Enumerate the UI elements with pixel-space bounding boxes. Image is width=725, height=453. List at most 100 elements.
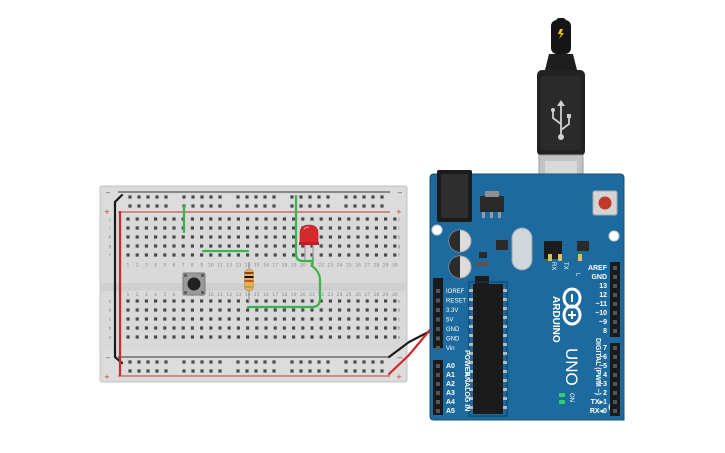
- breadboard-hole[interactable]: [353, 360, 357, 364]
- breadboard-hole[interactable]: [328, 244, 332, 248]
- breadboard-hole[interactable]: [126, 335, 130, 339]
- breadboard-hole[interactable]: [319, 235, 323, 239]
- breadboard-hole[interactable]: [126, 217, 130, 221]
- breadboard-hole[interactable]: [264, 317, 268, 321]
- breadboard-hole[interactable]: [218, 308, 222, 312]
- red-led[interactable]: [299, 224, 319, 260]
- breadboard-hole[interactable]: [255, 308, 259, 312]
- header-pin[interactable]: [436, 382, 440, 386]
- breadboard-hole[interactable]: [182, 195, 186, 199]
- breadboard-hole[interactable]: [263, 360, 267, 364]
- breadboard-hole[interactable]: [218, 335, 222, 339]
- breadboard-hole[interactable]: [393, 235, 397, 239]
- header-pin[interactable]: [613, 346, 617, 350]
- breadboard-hole[interactable]: [273, 226, 277, 230]
- breadboard-hole[interactable]: [393, 326, 397, 330]
- breadboard-hole[interactable]: [236, 244, 240, 248]
- breadboard-hole[interactable]: [264, 235, 268, 239]
- breadboard-hole[interactable]: [353, 204, 357, 208]
- breadboard-hole[interactable]: [299, 360, 303, 364]
- breadboard-hole[interactable]: [319, 244, 323, 248]
- breadboard-hole[interactable]: [273, 217, 277, 221]
- breadboard-hole[interactable]: [371, 195, 375, 199]
- breadboard-hole[interactable]: [236, 226, 240, 230]
- breadboard-hole[interactable]: [393, 317, 397, 321]
- breadboard-hole[interactable]: [218, 299, 222, 303]
- breadboard-hole[interactable]: [144, 217, 148, 221]
- breadboard-hole[interactable]: [384, 244, 388, 248]
- breadboard-hole[interactable]: [301, 317, 305, 321]
- breadboard-hole[interactable]: [299, 195, 303, 199]
- breadboard-hole[interactable]: [135, 235, 139, 239]
- breadboard-hole[interactable]: [200, 360, 204, 364]
- breadboard-hole[interactable]: [384, 308, 388, 312]
- breadboard-hole[interactable]: [264, 326, 268, 330]
- breadboard-hole[interactable]: [374, 308, 378, 312]
- breadboard-hole[interactable]: [264, 299, 268, 303]
- breadboard-hole[interactable]: [290, 369, 294, 373]
- breadboard-hole[interactable]: [273, 335, 277, 339]
- breadboard-hole[interactable]: [374, 253, 378, 257]
- breadboard-hole[interactable]: [236, 235, 240, 239]
- breadboard-hole[interactable]: [384, 299, 388, 303]
- breadboard-hole[interactable]: [227, 226, 231, 230]
- breadboard-hole[interactable]: [282, 253, 286, 257]
- breadboard-hole[interactable]: [246, 226, 250, 230]
- header-pin[interactable]: [613, 320, 617, 324]
- breadboard-hole[interactable]: [328, 217, 332, 221]
- breadboard-hole[interactable]: [245, 195, 249, 199]
- breadboard-hole[interactable]: [326, 195, 330, 199]
- breadboard-hole[interactable]: [393, 253, 397, 257]
- breadboard-hole[interactable]: [344, 204, 348, 208]
- breadboard-hole[interactable]: [347, 217, 351, 221]
- breadboard-hole[interactable]: [190, 317, 194, 321]
- breadboard-hole[interactable]: [236, 253, 240, 257]
- breadboard-hole[interactable]: [172, 335, 176, 339]
- breadboard-hole[interactable]: [218, 226, 222, 230]
- breadboard-hole[interactable]: [338, 335, 342, 339]
- breadboard-hole[interactable]: [146, 369, 150, 373]
- breadboard-hole[interactable]: [246, 308, 250, 312]
- breadboard-hole[interactable]: [218, 244, 222, 248]
- breadboard-hole[interactable]: [273, 244, 277, 248]
- breadboard-hole[interactable]: [365, 244, 369, 248]
- breadboard-hole[interactable]: [282, 326, 286, 330]
- breadboard-hole[interactable]: [200, 235, 204, 239]
- breadboard-hole[interactable]: [255, 244, 259, 248]
- breadboard-hole[interactable]: [308, 204, 312, 208]
- breadboard-hole[interactable]: [263, 204, 267, 208]
- breadboard-hole[interactable]: [190, 253, 194, 257]
- breadboard-hole[interactable]: [246, 235, 250, 239]
- breadboard-hole[interactable]: [137, 360, 141, 364]
- breadboard-hole[interactable]: [163, 317, 167, 321]
- breadboard-hole[interactable]: [347, 226, 351, 230]
- breadboard-hole[interactable]: [154, 217, 158, 221]
- breadboard-hole[interactable]: [246, 335, 250, 339]
- power-header[interactable]: [433, 278, 443, 348]
- breadboard-hole[interactable]: [299, 204, 303, 208]
- breadboard-hole[interactable]: [181, 308, 185, 312]
- breadboard-hole[interactable]: [154, 299, 158, 303]
- breadboard-hole[interactable]: [264, 335, 268, 339]
- breadboard-hole[interactable]: [154, 244, 158, 248]
- breadboard-hole[interactable]: [126, 308, 130, 312]
- header-pin[interactable]: [613, 266, 617, 270]
- breadboard-hole[interactable]: [371, 204, 375, 208]
- breadboard-holes[interactable]: [126, 195, 397, 373]
- breadboard-hole[interactable]: [227, 217, 231, 221]
- breadboard-hole[interactable]: [190, 226, 194, 230]
- breadboard-hole[interactable]: [200, 317, 204, 321]
- breadboard-hole[interactable]: [292, 235, 296, 239]
- breadboard-hole[interactable]: [264, 244, 268, 248]
- breadboard-hole[interactable]: [301, 244, 305, 248]
- breadboard-hole[interactable]: [155, 204, 159, 208]
- breadboard-hole[interactable]: [344, 369, 348, 373]
- breadboard-hole[interactable]: [374, 317, 378, 321]
- breadboard-hole[interactable]: [310, 217, 314, 221]
- breadboard-hole[interactable]: [344, 360, 348, 364]
- breadboard-hole[interactable]: [365, 326, 369, 330]
- breadboard-hole[interactable]: [128, 204, 132, 208]
- header-pin[interactable]: [613, 364, 617, 368]
- breadboard-hole[interactable]: [182, 360, 186, 364]
- breadboard-hole[interactable]: [384, 235, 388, 239]
